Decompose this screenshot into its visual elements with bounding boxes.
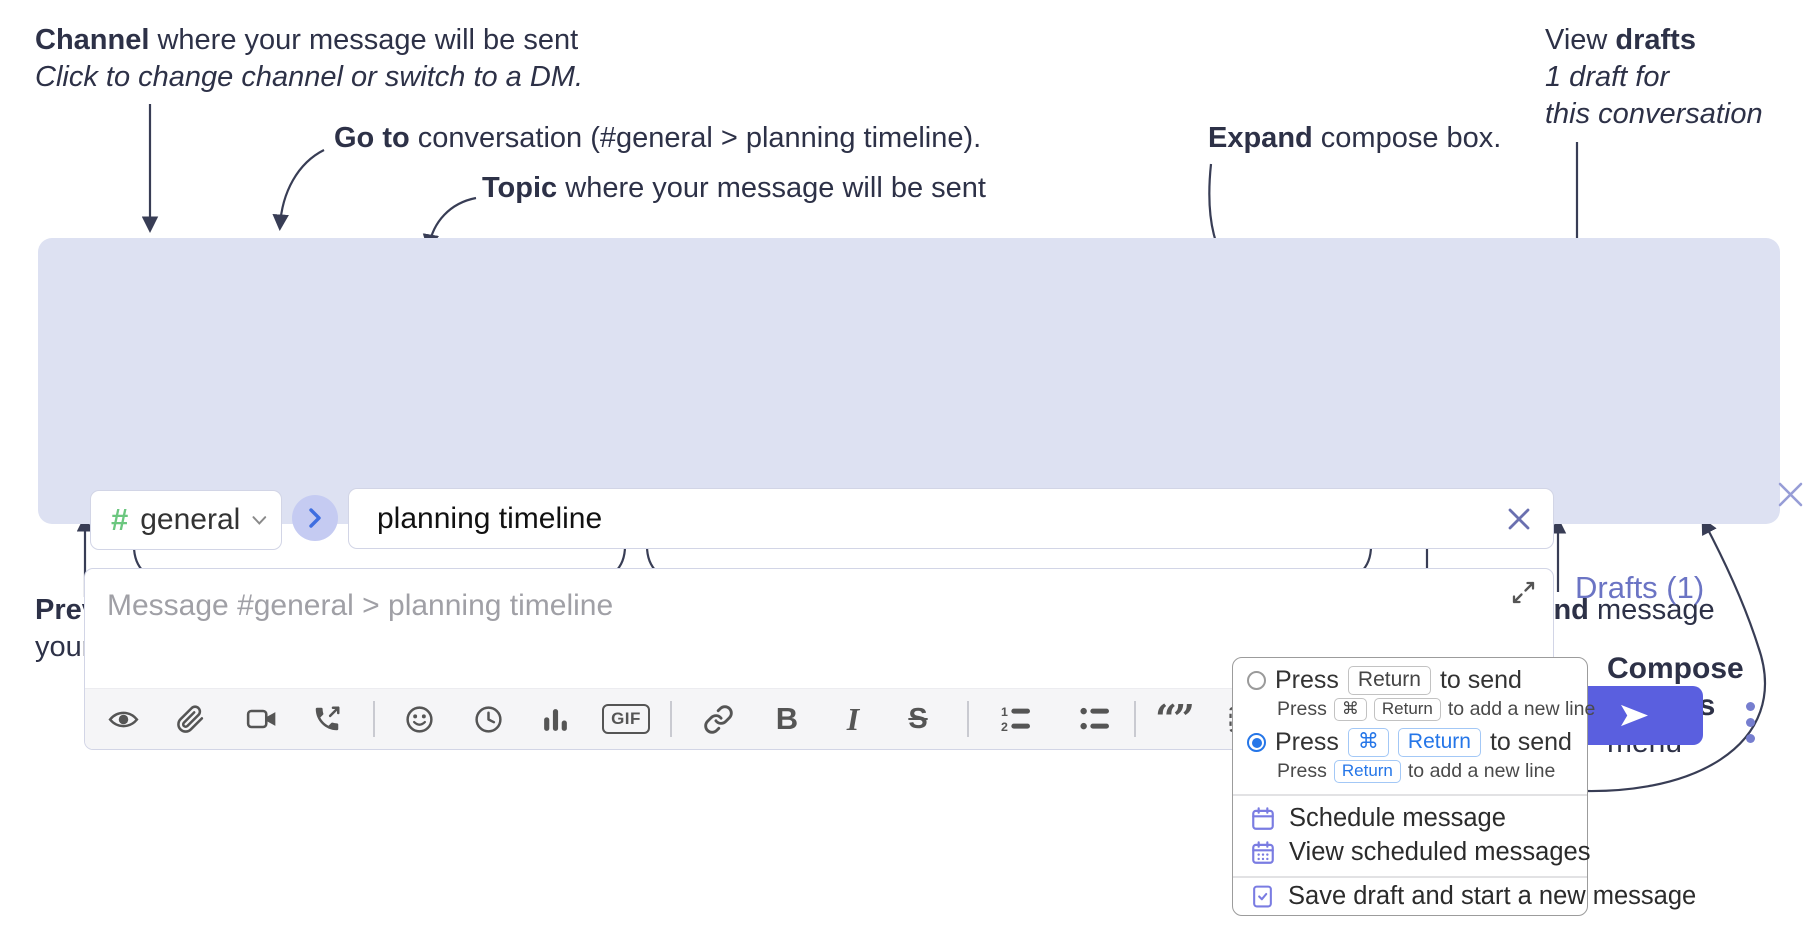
- topic-field: [348, 488, 1554, 549]
- expand-annotation: Expand compose box.: [1208, 122, 1502, 154]
- kbd-return: Return: [1333, 760, 1401, 783]
- kbd-cmd: ⌘: [1347, 728, 1389, 758]
- paperclip-icon: [176, 704, 203, 733]
- menu-item-label: View scheduled messages: [1289, 838, 1591, 866]
- option-text: Press: [1275, 728, 1339, 757]
- compose-box: # general: [38, 238, 1803, 750]
- quote-button[interactable]: “”: [1143, 689, 1203, 749]
- toolbar-divider: [670, 701, 672, 737]
- strikethrough-icon: S: [908, 702, 928, 735]
- numbered-list-button[interactable]: 1 2: [985, 689, 1045, 749]
- toolbar-divider: [373, 701, 375, 737]
- bar-chart-icon: [543, 708, 567, 731]
- kbd-return: Return: [1347, 666, 1431, 696]
- gif-icon: GIF: [602, 704, 650, 734]
- radio-selected-icon[interactable]: [1247, 733, 1266, 753]
- drafts-link[interactable]: Drafts (1): [1575, 570, 1705, 605]
- schedule-message-item[interactable]: Schedule message: [1250, 804, 1506, 833]
- send-icon: [1621, 704, 1648, 727]
- menu-divider: [1233, 794, 1587, 796]
- goto-conversation-button[interactable]: [292, 495, 338, 541]
- enter-sends-subtext: Press ⌘ Return to add a new line: [1277, 698, 1596, 721]
- channel-selector[interactable]: # general: [90, 490, 282, 550]
- phone-call-icon: [315, 706, 340, 731]
- compose-options-menu: Press Return to send Press ⌘ Return to a…: [1232, 657, 1696, 916]
- kbd-return: Return: [1373, 698, 1441, 721]
- channel-name: general: [140, 503, 241, 536]
- bulleted-list-button[interactable]: [1064, 689, 1124, 749]
- view-scheduled-messages-item[interactable]: View scheduled messages: [1250, 838, 1590, 867]
- ellipsis-dot: [1745, 733, 1755, 743]
- bold-button[interactable]: B: [757, 689, 817, 749]
- add-voice-call-button[interactable]: [297, 689, 357, 749]
- cmd-enter-sends-option[interactable]: Press ⌘ Return to send: [1247, 728, 1572, 758]
- close-compose-icon[interactable]: [1776, 480, 1805, 509]
- quote-icon: “”: [1155, 696, 1195, 741]
- eye-icon: [107, 711, 139, 727]
- add-global-time-button[interactable]: [458, 689, 518, 749]
- insert-link-button[interactable]: [688, 689, 748, 749]
- chevron-right-icon: [309, 508, 321, 528]
- goto-annotation: Go to conversation (#general > planning …: [334, 122, 982, 154]
- topic-annotation: Topic where your message will be sent: [482, 172, 986, 204]
- svg-text:2: 2: [1001, 719, 1008, 733]
- compose-options-button[interactable]: [1740, 694, 1760, 750]
- video-camera-icon: [246, 709, 276, 729]
- option-text: to send: [1489, 728, 1572, 757]
- chevron-down-icon: [252, 515, 267, 525]
- toolbar-divider: [1134, 701, 1136, 737]
- clock-icon: [474, 705, 502, 733]
- link-icon: [703, 704, 733, 734]
- preview-message-button[interactable]: [93, 689, 153, 749]
- radio-unselected-icon[interactable]: [1247, 671, 1266, 691]
- send-button[interactable]: [1566, 686, 1703, 745]
- channel-hash-icon: #: [111, 502, 129, 537]
- channel-annotation: Channel where your message will be sent …: [35, 24, 584, 93]
- cmd-enter-sends-subtext: Press Return to add a new line: [1277, 760, 1556, 783]
- menu-divider: [1233, 876, 1587, 878]
- bold-icon: B: [775, 701, 799, 736]
- bulleted-list-icon: [1079, 707, 1109, 729]
- attach-file-button[interactable]: [160, 689, 220, 749]
- svg-text:1: 1: [1001, 704, 1008, 718]
- toolbar-divider: [967, 701, 969, 737]
- italic-icon: I: [846, 700, 860, 737]
- enter-sends-option[interactable]: Press Return to send: [1247, 666, 1522, 696]
- calendar-icon: [1252, 806, 1274, 830]
- option-text: Press: [1275, 666, 1339, 695]
- numbered-list-icon: 1 2: [1001, 704, 1030, 733]
- topic-input[interactable]: [349, 489, 1553, 548]
- expand-compose-icon[interactable]: [1510, 579, 1537, 606]
- add-poll-button[interactable]: [525, 689, 585, 749]
- smiley-icon: [405, 705, 433, 733]
- add-gif-button[interactable]: GIF: [596, 689, 656, 749]
- kbd-cmd: ⌘: [1333, 698, 1367, 721]
- ellipsis-dot: [1745, 717, 1755, 727]
- clear-topic-icon[interactable]: [1507, 507, 1531, 531]
- calendar-grid-icon: [1252, 840, 1274, 864]
- italic-button[interactable]: I: [823, 689, 883, 749]
- strikethrough-button[interactable]: S: [888, 689, 948, 749]
- menu-item-label: Schedule message: [1289, 804, 1506, 832]
- draft-check-icon: [1253, 885, 1272, 908]
- ellipsis-dot: [1745, 701, 1755, 711]
- add-emoji-button[interactable]: [389, 689, 449, 749]
- option-text: to send: [1439, 666, 1522, 695]
- add-video-call-button[interactable]: [232, 689, 292, 749]
- menu-item-label: Save draft and start a new message: [1288, 882, 1697, 910]
- save-draft-item[interactable]: Save draft and start a new message: [1250, 882, 1696, 911]
- view-drafts-annotation: View drafts 1 draft for this conversatio…: [1545, 24, 1763, 130]
- kbd-return: Return: [1397, 728, 1481, 758]
